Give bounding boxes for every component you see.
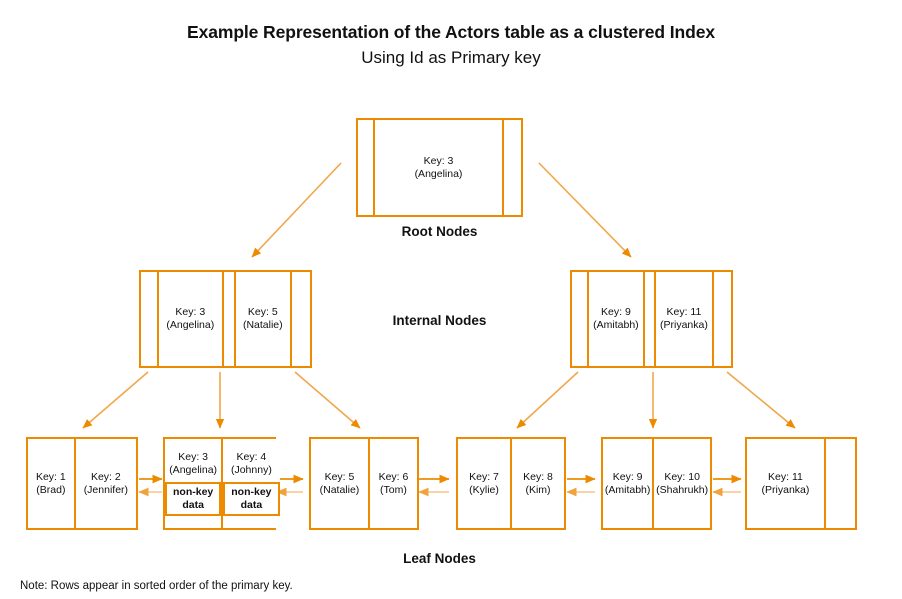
key-text: Key: 5 — [247, 306, 278, 318]
key-text: Key: 8 — [523, 470, 553, 483]
internal-node-left[interactable]: Key: 3 (Angelina) Key: 5 (Natalie) — [139, 270, 312, 368]
key-name: (Angelina) — [166, 319, 215, 331]
label-leaf-nodes: Leaf Nodes — [403, 551, 476, 566]
key-name: (Natalie) — [319, 483, 360, 496]
key-name: (Natalie) — [242, 319, 283, 331]
leaf-1-cell-1[interactable]: Key: 2 (Jennifer) — [75, 439, 137, 528]
key-text: Key: 1 — [35, 470, 66, 483]
internal-right-key-cell-0[interactable]: Key: 9 (Amitabh) — [589, 272, 645, 366]
key-name: (Brad) — [36, 483, 66, 496]
page-subtitle: Using Id as Primary key — [361, 48, 541, 67]
key-name: (Priyanka) — [659, 319, 708, 331]
internal-left-pointer-0[interactable] — [141, 272, 159, 366]
internal-node-right[interactable]: Key: 9 (Amitabh) Key: 11 (Priyanka) — [570, 270, 733, 368]
internal-left-pointer-1[interactable] — [223, 272, 236, 366]
key-text: Key: 4 — [236, 451, 267, 463]
key-name: (Amitabh) — [604, 483, 651, 496]
footnote-text: Note: Rows appear in sorted order of the… — [20, 580, 293, 592]
root-pointer-right[interactable] — [504, 120, 521, 215]
leaf-5-cell-0[interactable]: Key: 9 (Amitabh) — [603, 439, 655, 528]
leaf-node-5[interactable]: Key: 9 (Amitabh) Key: 10 (Shahrukh) — [601, 437, 712, 530]
key-name: (Tom) — [380, 483, 407, 496]
key-name: (Kylie) — [469, 483, 499, 496]
key-name: (Kim) — [525, 483, 551, 496]
key-text: Key: 11 — [768, 470, 803, 483]
key-text: Key: 5 — [324, 470, 355, 483]
key-name: (Jennifer) — [83, 483, 129, 496]
internal-left-pointer-2[interactable] — [292, 272, 310, 366]
leaf-6-cell-0[interactable]: Key: 11 (Priyanka) — [747, 439, 826, 528]
internal-left-key-cell-1[interactable]: Key: 5 (Natalie) — [235, 272, 292, 366]
label-internal-nodes: Internal Nodes — [392, 313, 487, 328]
key-text: Key: 9 — [612, 470, 643, 483]
leaf-6-cell-1[interactable] — [825, 439, 856, 528]
key-text: Key: 3 — [178, 451, 209, 463]
key-name: (Priyanka) — [761, 483, 810, 496]
leaf-5-cell-1[interactable]: Key: 10 (Shahrukh) — [654, 439, 710, 528]
key-text: Key: 3 — [175, 306, 206, 318]
key-name: (Shahrukh) — [656, 483, 709, 496]
key-name: (Amitabh) — [593, 319, 639, 331]
leaf-4-cell-1[interactable]: Key: 8 (Kim) — [512, 439, 564, 528]
leaf-1-cell-0[interactable]: Key: 1 (Brad) — [28, 439, 76, 528]
internal-right-key-cell-1[interactable]: Key: 11 (Priyanka) — [655, 272, 714, 366]
internal-right-pointer-0[interactable] — [572, 272, 589, 366]
key-name: (Angelina) — [414, 167, 463, 180]
root-pointer-left[interactable] — [358, 120, 375, 215]
leaf-4-cell-0[interactable]: Key: 7 (Kylie) — [458, 439, 512, 528]
page-title: Example Representation of the Actors tab… — [187, 22, 715, 42]
key-text: Key: 10 — [664, 470, 700, 483]
leaf-node-1[interactable]: Key: 1 (Brad) Key: 2 (Jennifer) — [26, 437, 138, 530]
internal-left-key-cell-0[interactable]: Key: 3 (Angelina) — [159, 272, 224, 366]
key-name: (Angelina) — [169, 464, 218, 476]
key-text: Key: 11 — [666, 306, 702, 318]
leaf-node-4[interactable]: Key: 7 (Kylie) Key: 8 (Kim) — [456, 437, 566, 530]
key-text: Key: 9 — [601, 306, 631, 318]
key-text: Key: 7 — [469, 470, 499, 483]
leaf-3-cell-0[interactable]: Key: 5 (Natalie) — [311, 439, 370, 528]
key-text: Key: 6 — [378, 470, 409, 483]
internal-right-pointer-1[interactable] — [644, 272, 656, 366]
root-node[interactable]: Key: 3 (Angelina) — [356, 118, 523, 217]
root-key-cell-0[interactable]: Key: 3 (Angelina) — [375, 120, 504, 215]
key-text: Key: 2 — [90, 470, 121, 483]
leaf-node-6[interactable]: Key: 11 (Priyanka) — [745, 437, 857, 530]
leaf-3-cell-1[interactable]: Key: 6 (Tom) — [369, 439, 417, 528]
label-root-nodes: Root Nodes — [401, 224, 478, 239]
key-text: Key: 3 — [423, 154, 454, 167]
leaf-node-3[interactable]: Key: 5 (Natalie) Key: 6 (Tom) — [309, 437, 419, 530]
key-name: (Johnny) — [230, 464, 272, 476]
internal-right-pointer-2[interactable] — [714, 272, 731, 366]
